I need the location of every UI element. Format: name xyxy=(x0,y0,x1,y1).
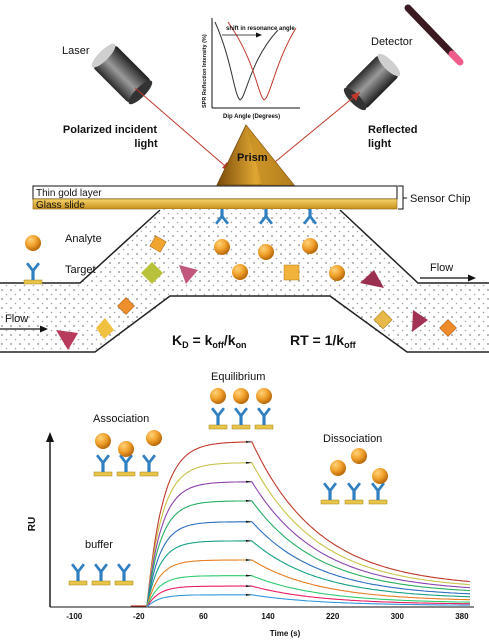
equilibrium-marker-3 xyxy=(245,480,252,483)
channel-analytes xyxy=(56,235,457,350)
sensorgram-series-2 xyxy=(146,462,471,608)
equilibrium-marker-7 xyxy=(245,559,252,562)
equilibrium-marker-6 xyxy=(245,539,252,542)
x-tick-label: 300 xyxy=(391,612,405,621)
reflected-label-1: Reflected xyxy=(368,124,418,136)
sensor-chip-label: Sensor Chip xyxy=(410,193,471,205)
sensorgram-series-6 xyxy=(146,540,471,608)
detector-label: Detector xyxy=(371,36,413,48)
y-axis-arrow xyxy=(46,432,54,442)
dissociation-illustration xyxy=(320,448,388,505)
x-tick-label: 380 xyxy=(455,612,469,621)
x-tick-label: -100 xyxy=(66,612,83,621)
sensor-chip-brace xyxy=(398,185,407,210)
inset-ylabel: SPR Reflection Intensity (%) xyxy=(202,34,208,108)
reflected-label-2: light xyxy=(368,138,392,150)
x-tick-label: -20 xyxy=(133,612,145,621)
sensorgram-series-7 xyxy=(146,559,470,608)
sensorgram-series-3 xyxy=(146,481,471,608)
polarized-label-2: light xyxy=(134,138,158,150)
sensorgram-series-1 xyxy=(146,441,471,608)
flow-left-label: Flow xyxy=(5,313,28,325)
buffer-illustration xyxy=(68,562,134,586)
equilibrium-marker-1 xyxy=(245,440,252,443)
gold-layer-label: Thin gold layer xyxy=(36,188,102,199)
equilibrium-marker-4 xyxy=(245,499,252,502)
inset-xlabel: Dip Angle (Degrees) xyxy=(223,114,280,120)
laser-label: Laser xyxy=(62,45,90,57)
association-label: Association xyxy=(93,413,149,425)
equilibrium-label: Equilibrium xyxy=(211,371,265,383)
sensorgram-chart: -100 -20 60 140 220 300 380 RU Time (s) xyxy=(27,432,474,638)
kd-equation: KD = koff/kon xyxy=(172,332,247,350)
equilibrium-marker-5 xyxy=(245,520,252,523)
equilibrium-marker-9 xyxy=(245,585,252,588)
association-illustration xyxy=(93,430,162,477)
channel-bottom-wall xyxy=(0,295,489,353)
pen-stick xyxy=(404,4,464,66)
analyte-legend-ball xyxy=(25,235,41,251)
dissociation-label: Dissociation xyxy=(323,433,382,445)
polarized-label-1: Polarized incident xyxy=(63,124,157,136)
y-axis-label: RU xyxy=(27,517,38,531)
inset-annotation: shift in resonance angle xyxy=(226,26,295,32)
glass-slide xyxy=(32,198,398,210)
prism xyxy=(216,124,295,186)
inset-chart xyxy=(211,18,300,109)
x-tick-label: 60 xyxy=(199,612,208,621)
equilibrium-illustration xyxy=(208,388,274,430)
target-legend-icon xyxy=(23,261,43,285)
x-tick-label: 220 xyxy=(326,612,340,621)
analyte-label: Analyte xyxy=(65,233,102,245)
equilibrium-marker-10 xyxy=(245,593,252,596)
x-axis-label: Time (s) xyxy=(270,629,301,638)
sensorgram-series-5 xyxy=(146,521,471,608)
inset-curve-2 xyxy=(227,21,297,101)
sensorgram-series-8 xyxy=(146,575,471,608)
sensorgram-series-9 xyxy=(146,585,471,608)
equilibrium-marker-2 xyxy=(245,461,252,464)
sensorgram-series-10 xyxy=(146,594,470,608)
glass-slide-label: Glass slide xyxy=(36,200,85,211)
equilibrium-marker-8 xyxy=(245,574,252,577)
inset-curve-1 xyxy=(214,21,279,101)
buffer-label: buffer xyxy=(85,539,113,551)
x-tick-label: 140 xyxy=(261,612,275,621)
flow-right-label: Flow xyxy=(430,262,453,274)
reflected-arrow xyxy=(351,92,360,101)
sensorgram-series-4 xyxy=(146,500,471,608)
rt-equation: RT = 1/koff xyxy=(290,332,357,350)
detector-device xyxy=(343,53,401,111)
prism-label: Prism xyxy=(237,152,268,164)
target-label: Target xyxy=(65,264,96,276)
